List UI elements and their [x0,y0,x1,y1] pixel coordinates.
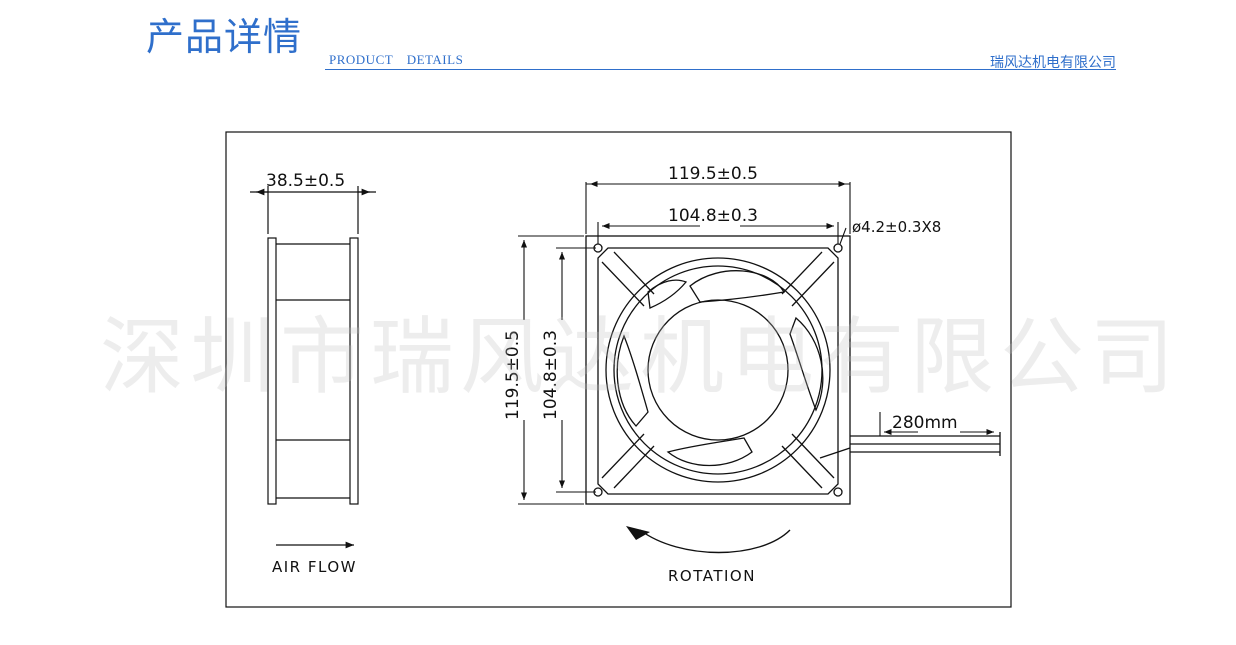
company-name: 瑞风达机电有限公司 [990,55,1116,71]
hole-spacing-vertical-label: 104.8±0.3 [541,330,561,420]
frame-width-label: 119.5±0.5 [668,164,758,184]
side-view [250,186,376,505]
hole-spec-label: ø4.2±0.3X8 [852,218,941,236]
air-flow-label: AIR FLOW [272,558,357,576]
page-title: 产品详情 [146,15,303,59]
header-divider [325,69,1116,70]
page-subtitle: PRODUCT DETAILS [329,52,464,67]
drawing-border [225,131,1012,608]
dimension-lines [518,180,994,505]
hole-spacing-label: 104.8±0.3 [668,206,758,226]
lead-length-label: 280mm [892,413,958,433]
frame-height-label: 119.5±0.5 [503,330,523,420]
side-depth-label: 38.5±0.5 [266,171,345,191]
rotation-label: ROTATION [668,567,756,585]
rotation-arrow [626,526,791,554]
front-view [585,235,1001,505]
